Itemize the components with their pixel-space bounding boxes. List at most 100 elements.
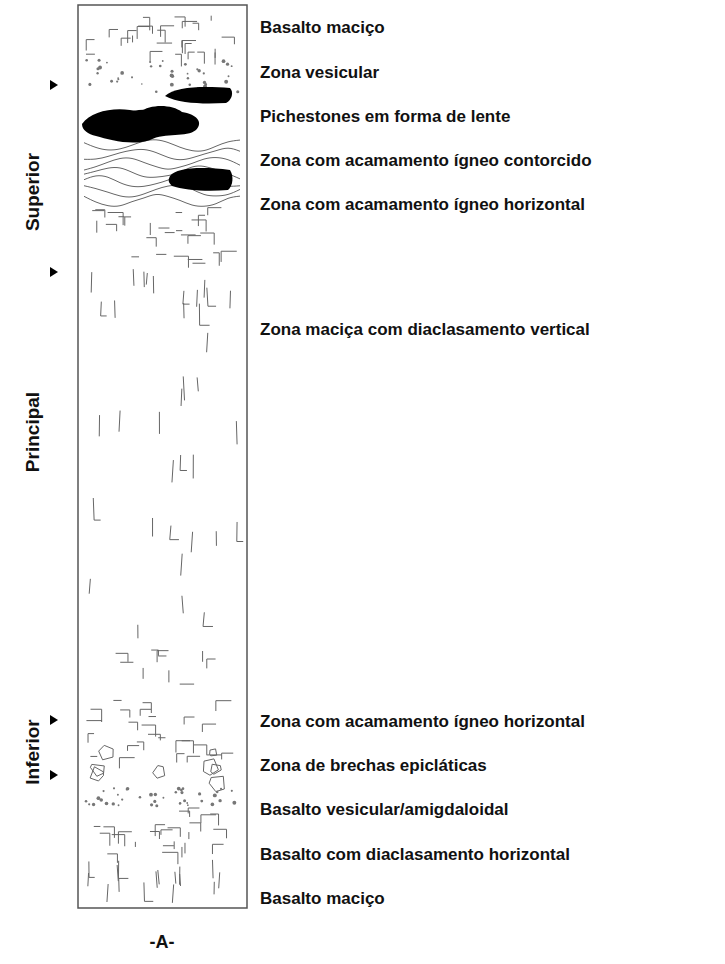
- joint-stroke: [107, 854, 117, 863]
- vertical-joint: [219, 872, 220, 888]
- joint-stroke: [128, 31, 137, 43]
- breccia-clast: [209, 776, 224, 791]
- column-caption: -A-: [150, 931, 175, 953]
- joint-stroke: [221, 251, 237, 262]
- vertical-joint: [93, 498, 100, 520]
- zone-label: Basalto maciço: [260, 17, 385, 39]
- joint-stroke: [142, 725, 156, 737]
- breccia-clast: [153, 766, 165, 779]
- vesicle: [98, 59, 101, 62]
- joint-stroke: [188, 236, 201, 244]
- vesicle: [236, 90, 239, 93]
- vesicle: [149, 61, 151, 63]
- vertical-joint: [191, 532, 192, 552]
- joint-stroke: [109, 29, 118, 37]
- joint-stroke: [188, 52, 195, 59]
- vesicle: [131, 76, 133, 78]
- joint-stroke: [176, 741, 190, 753]
- vertical-joint: [144, 882, 153, 901]
- vesicle: [113, 787, 115, 789]
- contorted-layer: [84, 140, 240, 151]
- vesicle: [85, 59, 88, 62]
- vesicle: [222, 59, 226, 63]
- section-label: Superior: [22, 153, 44, 231]
- joint-stroke: [96, 221, 97, 233]
- vesicle: [149, 793, 153, 797]
- joint-stroke: [103, 827, 114, 838]
- joint-stroke: [95, 210, 105, 218]
- joint-stroke: [128, 746, 140, 751]
- vertical-joint: [91, 272, 93, 292]
- joint-stroke: [100, 833, 110, 846]
- vertical-joint: [156, 871, 157, 887]
- vertical-joint: [196, 290, 198, 307]
- vesicle: [182, 787, 185, 790]
- joint-stroke: [194, 745, 207, 755]
- joint-stroke: [143, 668, 144, 679]
- joint-stroke: [119, 758, 134, 769]
- vesicle: [232, 801, 236, 805]
- vertical-joint: [179, 874, 181, 886]
- vesicle: [187, 73, 189, 75]
- joint-stroke: [92, 210, 104, 211]
- vesicle: [216, 791, 218, 793]
- joint-stroke: [143, 703, 152, 713]
- vertical-joint: [153, 276, 154, 293]
- vertical-joint: [143, 272, 144, 287]
- joint-stroke: [193, 23, 199, 30]
- joint-stroke: [222, 753, 234, 759]
- vesicle: [98, 66, 102, 70]
- joint-stroke: [208, 208, 222, 216]
- joint-stroke: [182, 21, 197, 28]
- vesicle: [228, 75, 230, 77]
- vesicle: [150, 803, 153, 806]
- vertical-joint: [214, 882, 215, 895]
- vesicle: [141, 83, 143, 85]
- joint-stroke: [91, 709, 102, 722]
- joint-stroke: [192, 263, 205, 264]
- vertical-joint: [170, 526, 179, 540]
- joint-stroke: [177, 754, 185, 763]
- vesicle: [150, 65, 152, 67]
- vertical-joint: [181, 554, 182, 576]
- joint-stroke: [146, 238, 156, 247]
- joint-stroke: [200, 233, 214, 245]
- vesicle: [198, 792, 201, 795]
- joint-stroke: [158, 737, 165, 738]
- zone-label: Zona com acamamento ígneo horizontal: [260, 194, 585, 216]
- joint-stroke: [202, 651, 203, 662]
- vesicle: [153, 800, 156, 803]
- vertical-joint: [183, 303, 184, 318]
- joint-stroke: [156, 254, 166, 255]
- joint-stroke: [143, 17, 150, 30]
- vertical-joint: [180, 455, 187, 470]
- joint-strokes: [84, 16, 243, 903]
- joint-stroke: [168, 670, 169, 682]
- vertical-joint: [183, 376, 184, 400]
- vesicle: [99, 798, 103, 802]
- vertical-joint: [172, 460, 173, 482]
- breccia-clast: [210, 749, 217, 756]
- vesicle: [226, 63, 229, 66]
- joint-stroke: [118, 216, 124, 217]
- vesicle: [120, 71, 124, 75]
- joint-stroke: [176, 230, 182, 231]
- vertical-joint: [99, 415, 100, 436]
- vertical-joint: [216, 531, 217, 546]
- vertical-joint: [118, 878, 119, 892]
- vertical-joint: [207, 288, 216, 307]
- vesicle: [204, 83, 207, 86]
- breccia-clast: [99, 745, 113, 759]
- vertical-joint: [137, 625, 138, 639]
- joint-stroke: [108, 213, 123, 226]
- vesicle: [170, 83, 174, 87]
- joint-stroke: [211, 16, 212, 21]
- joint-stroke: [88, 734, 94, 743]
- joint-stroke: [118, 832, 131, 844]
- joint-stroke: [131, 256, 139, 257]
- contorted-layer: [84, 194, 240, 206]
- joint-stroke: [189, 823, 200, 832]
- vertical-joint: [172, 884, 173, 902]
- joint-stroke: [121, 38, 131, 46]
